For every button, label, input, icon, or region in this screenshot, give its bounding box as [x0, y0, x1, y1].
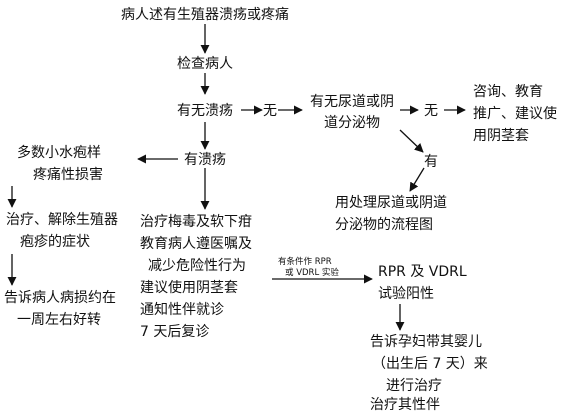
ulcer-question: 有无溃疡: [177, 103, 233, 119]
lab-test-note: 有条件作 RPR 或 VDRL 实验: [278, 256, 339, 278]
discharge-question: 有无尿道或阴 道分泌物: [310, 94, 394, 131]
relief-box: 治疗、解除生殖器 疱疹的症状: [6, 211, 118, 250]
treatment-line-2: 教育病人遵医嘱及: [140, 235, 252, 252]
rpr-result: RPR 及 VDRL 试验阳性: [378, 264, 467, 302]
counsel-box: 咨询、教育 推广、建议使 用阴茎套: [473, 84, 557, 144]
treatment-line-1: 治疗梅毒及软下疳: [140, 214, 252, 230]
flow-start-text: 病人述有生殖器溃疡或疼痛: [121, 6, 289, 23]
treatment-line-5: 通知性伴就诊: [140, 301, 224, 318]
no-ulcer-label: 无: [263, 103, 277, 119]
infant-line-4: 治疗其性伴: [370, 397, 440, 412]
inform-box: 告诉病人病损约在 一周左右好转: [4, 290, 116, 328]
infant-treatment-box: 告诉孕妇带其婴儿 （出生后 7 天）来 进行治疗 治疗其性伴: [370, 333, 488, 412]
inform-line-2: 一周左右好转: [17, 312, 101, 328]
has-ulcer: 有溃疡: [184, 152, 226, 168]
counsel-line-1: 咨询、教育: [473, 84, 543, 100]
discharge-chart-line-1: 用处理尿道或阴道: [335, 195, 447, 211]
relief-line-2: 疱疹的症状: [20, 234, 90, 250]
flow-start: 病人述有生殖器溃疡或疼痛: [121, 6, 289, 23]
lab-note-line-1: 有条件作 RPR: [278, 256, 332, 267]
treatment-box: 治疗梅毒及软下疳 教育病人遵医嘱及 减少危险性行为 建议使用阴茎套 通知性伴就诊…: [140, 214, 252, 340]
infant-line-3: 进行治疗: [386, 378, 442, 394]
vesicle-line-1: 多数小水疱样: [17, 144, 101, 161]
discharge-question-line-2: 道分泌物: [324, 115, 380, 131]
relief-line-1: 治疗、解除生殖器: [6, 211, 118, 228]
counsel-line-3: 用阴茎套: [473, 128, 529, 144]
infant-line-1: 告诉孕妇带其婴儿: [370, 333, 482, 350]
vesicle-box: 多数小水疱样 疼痛性损害: [17, 144, 103, 183]
discharge-chart-line-2: 分泌物的流程图: [335, 217, 433, 233]
yes-discharge-label: 有: [424, 154, 438, 170]
lab-note-line-2: 或 VDRL 实验: [285, 267, 339, 278]
examine-patient: 检查病人: [177, 56, 233, 72]
rpr-line-1: RPR 及 VDRL: [378, 264, 467, 280]
inform-line-1: 告诉病人病损约在: [4, 290, 116, 306]
arrow-yes-to-discharge-chart: [409, 167, 425, 192]
treatment-line-3: 减少危险性行为: [148, 258, 246, 274]
vesicle-line-2: 疼痛性损害: [33, 166, 103, 183]
arrow-discharge-question-to-yes: [399, 129, 424, 153]
discharge-question-line-1: 有无尿道或阴: [310, 94, 394, 110]
connectors: [7, 24, 466, 331]
treatment-line-6: 7 天后复诊: [140, 323, 209, 340]
rpr-line-2: 试验阳性: [378, 286, 434, 302]
counsel-line-2: 推广、建议使: [473, 105, 557, 122]
discharge-chart-ref: 用处理尿道或阴道 分泌物的流程图: [335, 195, 447, 233]
infant-line-2: （出生后 7 天）来: [372, 356, 488, 372]
no-discharge-label: 无: [424, 103, 438, 119]
treatment-line-4: 建议使用阴茎套: [140, 279, 238, 296]
